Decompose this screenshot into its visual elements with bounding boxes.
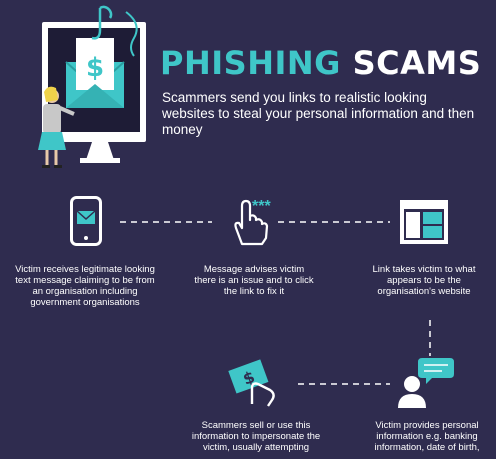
- phishing-illustration: $: [38, 5, 146, 168]
- svg-text:$: $: [86, 53, 104, 83]
- title-rest: SCAMS: [352, 44, 482, 82]
- step-5-caption: Scammers sell or use this information to…: [191, 420, 321, 453]
- hand-stars: ***: [252, 198, 271, 215]
- subtitle: Scammers send you links to realistic loo…: [162, 90, 475, 137]
- step-2-caption: Message advises victim there is an issue…: [194, 264, 314, 297]
- website-icon: [400, 200, 448, 244]
- pointer-hand-icon: [234, 199, 269, 246]
- step-4-caption: Victim provides personal information e.g…: [374, 420, 480, 453]
- person-speech-icon: [398, 358, 454, 408]
- money-hand-icon: $: [228, 359, 275, 407]
- page-title: PHISHING SCAMS: [160, 44, 481, 82]
- title-accent: PHISHING: [160, 44, 341, 82]
- step-3-caption: Link takes victim to what appears to be …: [372, 264, 476, 297]
- phone-message-icon: [70, 196, 102, 246]
- step-1-caption: Victim receives legitimate looking text …: [15, 264, 155, 308]
